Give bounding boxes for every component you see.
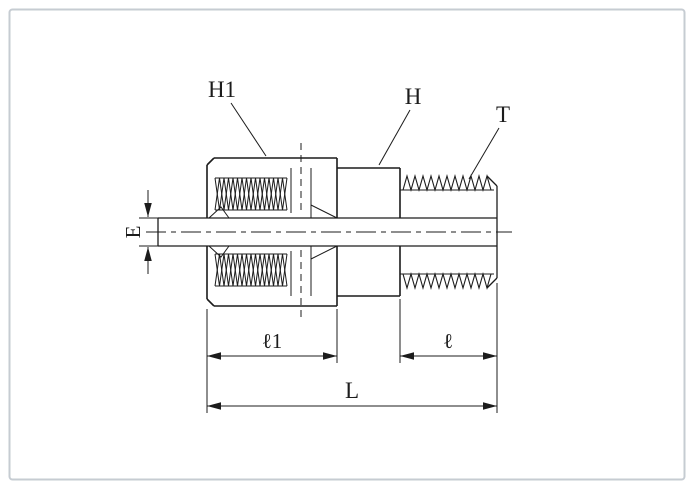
callout-h: H — [378, 84, 422, 166]
dimension-e: E — [121, 190, 158, 274]
page-border — [8, 8, 686, 481]
label-h1: H1 — [208, 77, 236, 102]
dimension-l1: ℓ1 — [206, 309, 338, 363]
callout-h1: H1 — [208, 77, 267, 157]
nut-internal-threads — [214, 177, 288, 287]
thread-crest-top — [402, 173, 492, 193]
upper-thread-zigzag-a — [214, 177, 288, 211]
leader-h1 — [230, 102, 267, 157]
leader-h — [378, 109, 411, 166]
leader-t — [468, 127, 500, 180]
end-chamfers — [486, 175, 498, 289]
dimension-overall-length: L — [206, 363, 498, 413]
male-threads — [400, 173, 498, 291]
seat-cone — [310, 204, 338, 260]
label-h: H — [405, 84, 422, 109]
lower-thread-zigzag-a — [214, 253, 288, 287]
e-extension-lines — [139, 217, 158, 247]
label-l1: ℓ1 — [262, 329, 283, 353]
label-l: ℓ — [443, 329, 453, 353]
callout-t: T — [468, 102, 510, 180]
thread-root-lines — [400, 189, 494, 275]
tube-and-bore — [157, 217, 497, 247]
upper-thread-zigzag-b — [214, 177, 288, 211]
hex-body — [337, 167, 401, 297]
nut-internal-detail — [208, 143, 338, 321]
label-e: E — [121, 226, 145, 239]
nut-chamfer-bottom-left — [206, 298, 215, 307]
thread-crest-bottom — [402, 271, 492, 291]
dimension-l: ℓ — [399, 283, 498, 363]
ferrule-top — [208, 206, 230, 219]
label-t: T — [496, 102, 510, 127]
lower-thread-zigzag-b — [214, 253, 288, 287]
nut-chamfer-top-left — [206, 157, 215, 166]
label-overall-length: L — [345, 378, 359, 403]
ferrule-bottom — [208, 245, 230, 258]
